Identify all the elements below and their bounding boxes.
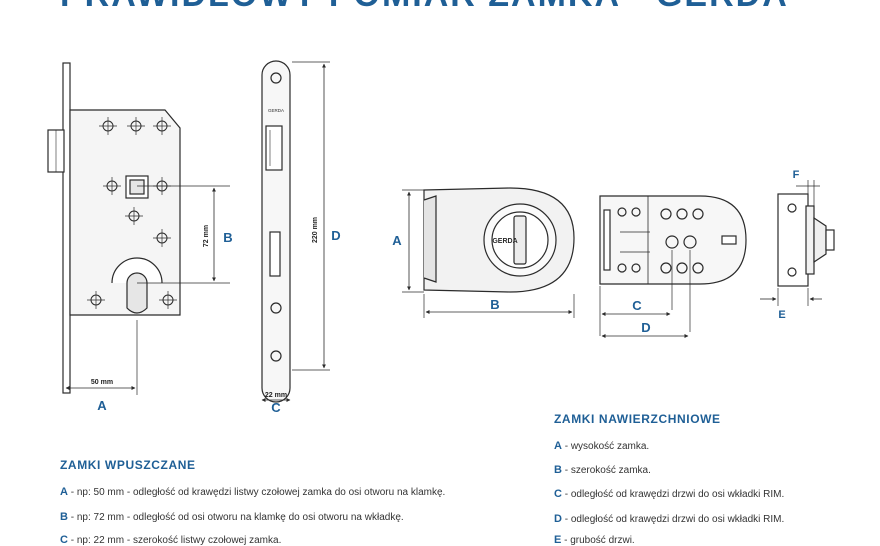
mortise-item-b-text: - np: 72 mm - odległość od osi otworu na… (67, 512, 404, 523)
surface-lock-back-view (599, 195, 747, 338)
label-a-mortise: A (97, 398, 107, 413)
surface-item-c-letter: C (554, 488, 562, 500)
surface-item-b: B - szerokość zamka. (554, 464, 651, 476)
dim-height: 220 mm (312, 217, 319, 243)
label-e-surface: E (778, 309, 785, 321)
dim-spacing: 72 mm (203, 225, 210, 247)
surface-lock-front-view (402, 187, 575, 318)
mortise-item-b: B - np: 72 mm - odległość od osi otworu … (60, 511, 404, 523)
label-c-surface: C (632, 298, 642, 313)
surface-item-d-letter: D (554, 513, 562, 525)
label-a-surface: A (392, 233, 402, 248)
mortise-item-a: A - np: 50 mm - odległość od krawędzi li… (60, 486, 445, 498)
label-b-surface: B (490, 297, 499, 312)
surface-heading: ZAMKI NAWIERZCHNIOWE (554, 412, 721, 426)
surface-item-a-letter: A (554, 440, 562, 452)
label-d-surface: D (641, 320, 650, 335)
label-d-mortise: D (331, 228, 340, 243)
surface-item-b-letter: B (554, 464, 562, 476)
surface-item-c-text: - odległość od krawędzi drzwi do osi wkł… (561, 489, 785, 500)
label-b-mortise: B (223, 230, 232, 245)
dim-faceplate: 22 mm (265, 392, 287, 399)
surface-item-a-text: - wysokość zamka. (561, 441, 650, 452)
mortise-item-c-text: - np: 22 mm - szerokość listwy czołowej … (67, 535, 282, 546)
surface-item-e: E - grubość drzwi. (554, 534, 635, 546)
mortise-heading: ZAMKI WPUSZCZANE (60, 458, 196, 472)
mortise-lock-front-view (47, 62, 230, 395)
surface-item-c: C - odległość od krawędzi drzwi do osi w… (554, 488, 784, 500)
label-c-mortise: C (271, 400, 281, 415)
mortise-item-a-letter: A (60, 486, 68, 498)
surface-item-d-text: - odległość od krawędzi drzwi do osi wkł… (561, 514, 785, 525)
mortise-faceplate-view (261, 60, 330, 403)
mortise-item-c-letter: C (60, 534, 68, 546)
mortise-item-c: C - np: 22 mm - szerokość listwy czołowe… (60, 534, 281, 546)
surface-item-a: A - wysokość zamka. (554, 440, 649, 452)
surface-lock-side-view (760, 180, 835, 306)
mortise-item-b-letter: B (60, 511, 68, 523)
page-title: PRAWIDŁOWY POMIAR ZAMKA - GERDA (60, 0, 789, 15)
surface-item-e-text: - grubość drzwi. (561, 535, 635, 546)
faceplate-brand-mark: GERDA (268, 108, 284, 113)
surface-brand-mark: GERDA (492, 238, 517, 245)
dim-width: 50 mm (91, 379, 113, 386)
label-f-surface: F (793, 169, 800, 181)
surface-item-b-text: - szerokość zamka. (561, 465, 651, 476)
surface-item-d: D - odległość od krawędzi drzwi do osi w… (554, 513, 784, 525)
mortise-item-a-text: - np: 50 mm - odległość od krawędzi list… (67, 487, 446, 498)
